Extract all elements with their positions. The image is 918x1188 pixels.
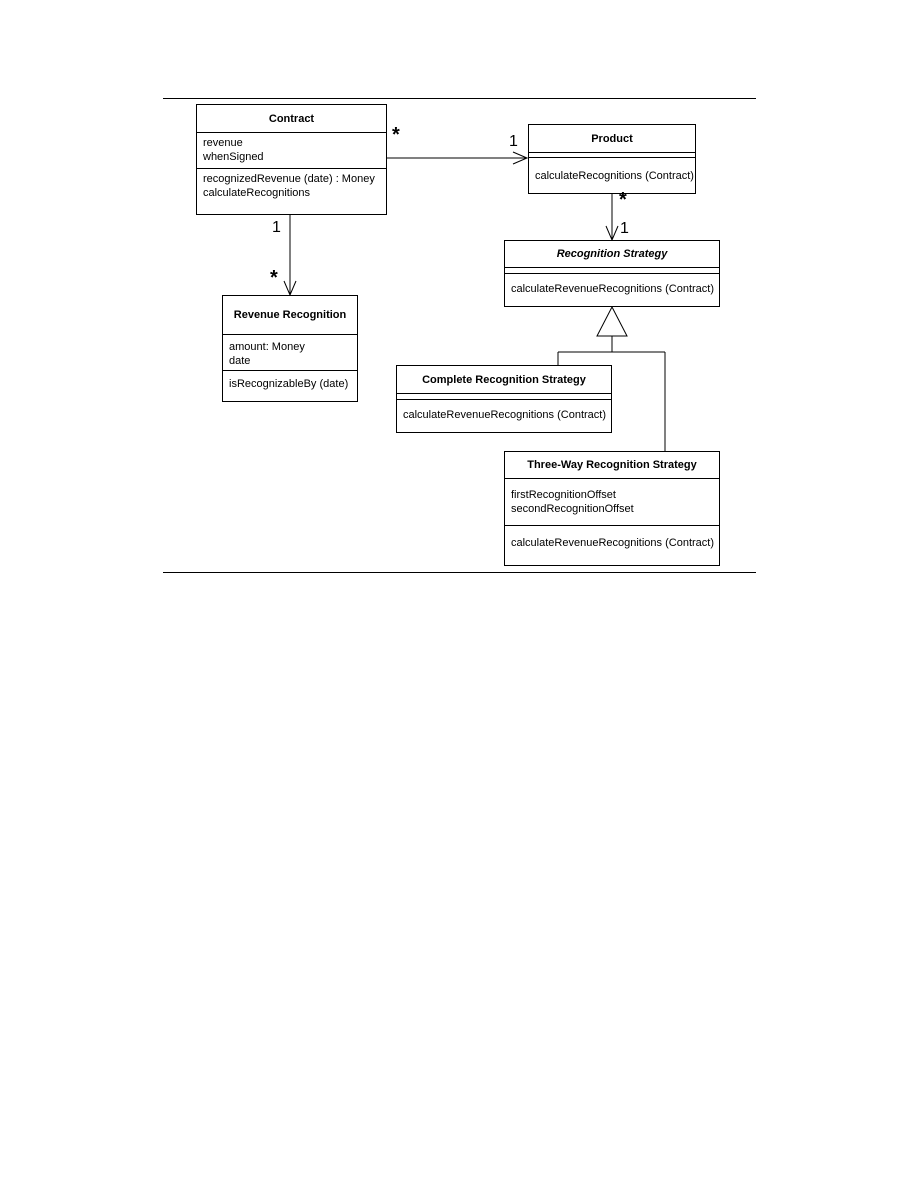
inheritance-triangle-icon (596, 305, 628, 337)
operation: calculateRecognitions (Contract) (535, 170, 694, 182)
association-product-strategy (605, 193, 619, 242)
operation: calculateRecognitions (203, 187, 311, 199)
attributes-compartment (529, 153, 695, 158)
class-name: Product (529, 125, 695, 153)
top-rule (163, 98, 756, 99)
class-contract: Contract revenue whenSigned recognizedRe… (196, 104, 387, 215)
multiplicity-product-strategy-source: * (619, 189, 627, 211)
attributes-compartment: revenue whenSigned (197, 133, 386, 169)
attribute: whenSigned (203, 151, 264, 163)
operations-compartment: calculateRecognitions (Contract) (529, 158, 695, 193)
attribute: secondRecognitionOffset (511, 503, 634, 515)
operation: calculateRevenueRecognitions (Contract) (403, 409, 606, 421)
operations-compartment: calculateRevenueRecognitions (Contract) (505, 526, 719, 565)
operations-compartment: calculateRevenueRecognitions (Contract) (505, 274, 719, 306)
attributes-compartment: amount: Money date (223, 335, 357, 371)
operation: isRecognizableBy (date) (229, 378, 349, 390)
multiplicity-contract-product-source: * (392, 124, 400, 146)
attribute: revenue (203, 137, 243, 149)
association-contract-revenue-recognition (283, 214, 297, 297)
attribute: date (229, 355, 251, 367)
attributes-compartment (397, 394, 611, 400)
class-name: Recognition Strategy (505, 241, 719, 268)
class-recognition-strategy: Recognition Strategy calculateRevenueRec… (504, 240, 720, 307)
attribute: firstRecognitionOffset (511, 489, 616, 501)
bottom-rule (163, 572, 756, 573)
attributes-compartment (505, 268, 719, 274)
class-name: Revenue Recognition (223, 296, 357, 335)
class-revenue-recognition: Revenue Recognition amount: Money date i… (222, 295, 358, 402)
operations-compartment: isRecognizableBy (date) (223, 371, 357, 401)
class-name: Contract (197, 105, 386, 133)
multiplicity-contract-recognition-target: * (270, 267, 278, 289)
multiplicity-contract-recognition-source: 1 (272, 219, 281, 236)
attribute: amount: Money (229, 341, 305, 353)
class-three-way-recognition-strategy: Three-Way Recognition Strategy firstReco… (504, 451, 720, 566)
operation: calculateRevenueRecognitions (Contract) (511, 537, 714, 549)
association-contract-product (386, 151, 529, 165)
multiplicity-contract-product-target: 1 (509, 133, 518, 150)
attributes-compartment: firstRecognitionOffset secondRecognition… (505, 479, 719, 526)
generalization-strategies (557, 305, 666, 451)
class-product: Product calculateRecognitions (Contract) (528, 124, 696, 194)
multiplicity-product-strategy-target: 1 (620, 220, 629, 237)
operations-compartment: calculateRevenueRecognitions (Contract) (397, 400, 611, 432)
class-complete-recognition-strategy: Complete Recognition Strategy calculateR… (396, 365, 612, 433)
operation: calculateRevenueRecognitions (Contract) (511, 283, 714, 295)
class-name: Three-Way Recognition Strategy (505, 452, 719, 479)
operation: recognizedRevenue (date) : Money (203, 173, 375, 185)
class-name: Complete Recognition Strategy (397, 366, 611, 394)
operations-compartment: recognizedRevenue (date) : Money calcula… (197, 169, 386, 214)
